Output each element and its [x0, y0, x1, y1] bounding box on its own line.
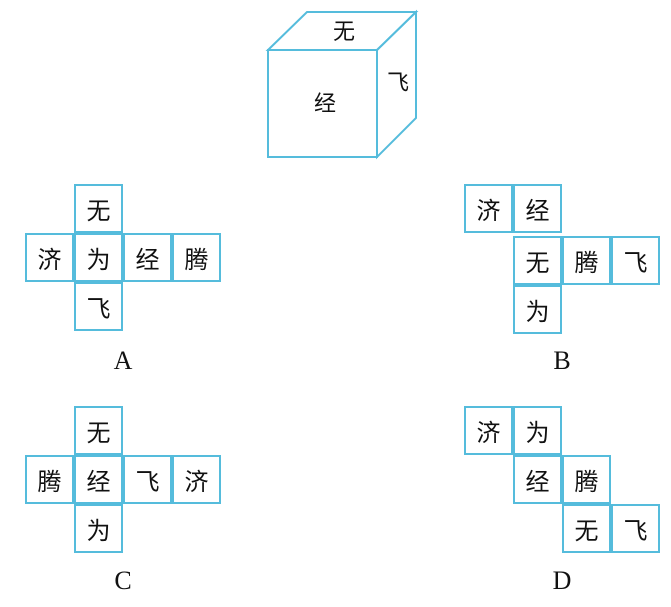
- net-c-cell: 腾: [25, 455, 74, 504]
- net-b-cell: 腾: [562, 236, 611, 285]
- net-b-cell: 为: [513, 285, 562, 334]
- net-a-cell: 经: [123, 233, 172, 282]
- net-a-cell: 为: [74, 233, 123, 282]
- option-c-label: C: [114, 566, 132, 595]
- net-b-cell: 飞: [611, 236, 660, 285]
- net-d-cell: 腾: [562, 455, 611, 504]
- cube-edges: [265, 9, 419, 160]
- net-a-cell: 腾: [172, 233, 221, 282]
- net-d-cell: 济: [464, 406, 513, 455]
- net-d-cell: 飞: [611, 504, 660, 553]
- net-a-cell: 无: [74, 184, 123, 233]
- net-d-cell: 无: [562, 504, 611, 553]
- cube-right-label: 飞: [387, 71, 409, 96]
- net-a-cell: 济: [25, 233, 74, 282]
- net-c-cell: 经: [74, 455, 123, 504]
- net-c-cell: 无: [74, 406, 123, 455]
- cube-top-label: 无: [333, 20, 355, 45]
- cube-right-face: [376, 9, 417, 160]
- net-b-cell: 济: [464, 184, 513, 233]
- net-c-cell: 为: [74, 504, 123, 553]
- net-b-cell: 经: [513, 184, 562, 233]
- option-d-label: D: [552, 566, 572, 595]
- net-a-cell: 飞: [74, 282, 123, 331]
- net-d-cell: 为: [513, 406, 562, 455]
- cube-front-label: 经: [314, 92, 336, 117]
- net-b-cell: 无: [513, 236, 562, 285]
- net-c-cell: 飞: [123, 455, 172, 504]
- net-d-cell: 经: [513, 455, 562, 504]
- option-a-label: A: [113, 346, 133, 375]
- option-b-label: B: [553, 346, 571, 375]
- net-c-cell: 济: [172, 455, 221, 504]
